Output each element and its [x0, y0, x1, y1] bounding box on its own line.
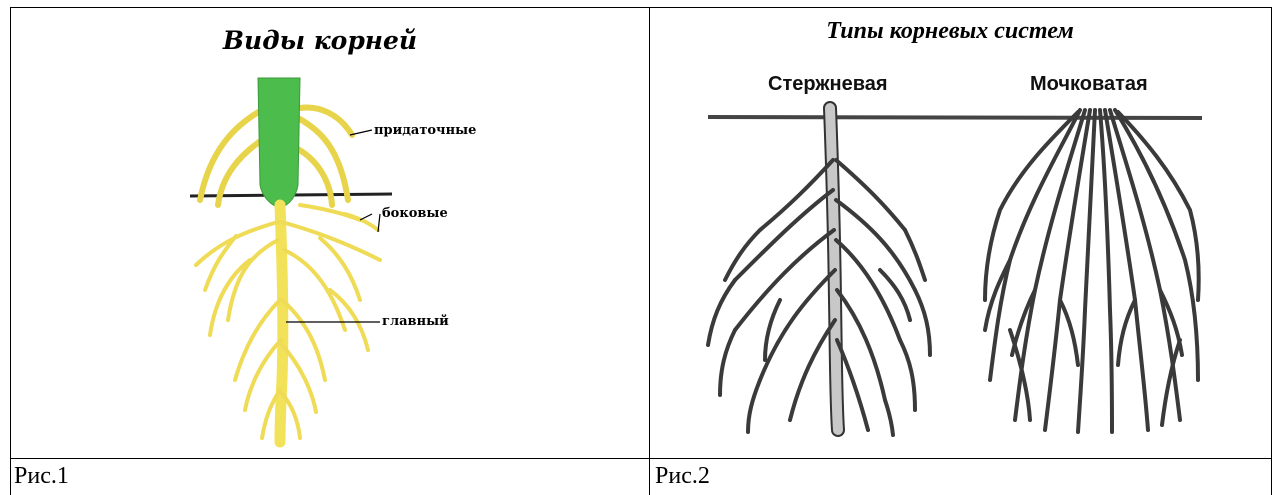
- label-fibrous: Мочковатая: [1030, 73, 1148, 96]
- fibrous-system: [985, 110, 1199, 432]
- label-lateral: боковые: [382, 206, 448, 221]
- soil-surface-line: [708, 117, 1202, 118]
- figure2-caption: Рис.2: [655, 463, 710, 490]
- taproot-system: [708, 108, 930, 435]
- label-adventitious: придаточные: [374, 123, 476, 138]
- stem: [258, 78, 300, 208]
- label-main: главный: [382, 314, 449, 329]
- figure1-caption: Рис.1: [14, 463, 69, 490]
- figure2-title: Типы корневых систем: [700, 18, 1200, 45]
- label-taproot: Стержневая: [768, 73, 888, 96]
- main-root: [280, 205, 283, 442]
